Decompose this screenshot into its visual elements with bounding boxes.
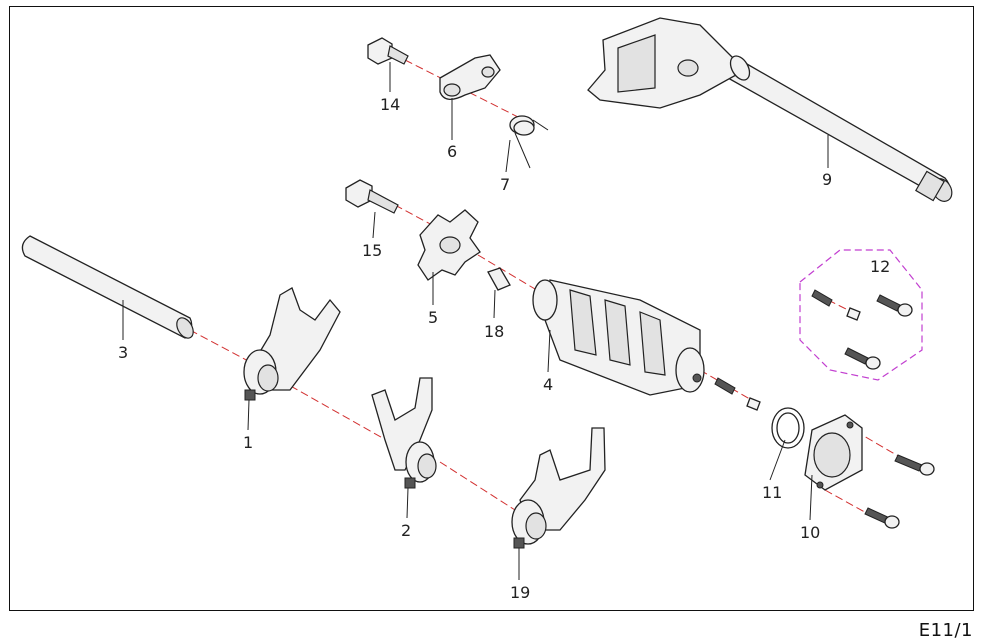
shift-drum-part[interactable] bbox=[532, 279, 705, 396]
callout-11: 11 bbox=[762, 483, 782, 502]
bolt-14-part[interactable] bbox=[367, 37, 409, 65]
shift-fork-1-part[interactable] bbox=[243, 287, 341, 401]
shift-fork-19-part[interactable] bbox=[511, 427, 606, 549]
cover-part[interactable] bbox=[804, 414, 863, 491]
callout-19: 19 bbox=[510, 583, 530, 602]
bearing-kit-parts[interactable] bbox=[811, 289, 913, 370]
shift-fork-2-part[interactable] bbox=[371, 377, 437, 489]
kit-outline-12 bbox=[799, 249, 923, 381]
callout-1: 1 bbox=[243, 433, 253, 452]
spring-part[interactable] bbox=[509, 115, 549, 169]
o-ring-part[interactable] bbox=[771, 407, 805, 449]
callout-9: 9 bbox=[822, 170, 832, 189]
callout-15: 15 bbox=[362, 241, 382, 260]
pin-part[interactable] bbox=[487, 267, 511, 291]
callout-10: 10 bbox=[800, 523, 820, 542]
page-reference: E11/1 bbox=[918, 620, 973, 641]
leader-lines bbox=[122, 62, 829, 580]
callout-labels: 14 6 7 9 12 15 5 18 3 4 1 11 10 2 19 bbox=[118, 95, 890, 602]
callout-7: 7 bbox=[500, 175, 510, 194]
diagram-frame bbox=[9, 6, 974, 611]
callout-14: 14 bbox=[380, 95, 400, 114]
shift-shaft-part[interactable] bbox=[587, 17, 956, 205]
drum-screw-part[interactable] bbox=[714, 377, 761, 411]
callout-4: 4 bbox=[543, 375, 553, 394]
callout-6: 6 bbox=[447, 142, 457, 161]
cover-screws-part[interactable] bbox=[864, 454, 935, 529]
callout-5: 5 bbox=[428, 308, 438, 327]
bolt-15-part[interactable] bbox=[345, 179, 399, 214]
stopper-arm-part[interactable] bbox=[439, 54, 501, 100]
callout-12: 12 bbox=[870, 257, 890, 276]
callout-18: 18 bbox=[484, 322, 504, 341]
fork-shaft-part[interactable] bbox=[21, 235, 196, 341]
drum-cam-part[interactable] bbox=[417, 209, 481, 281]
callout-2: 2 bbox=[401, 521, 411, 540]
callout-3: 3 bbox=[118, 343, 128, 362]
